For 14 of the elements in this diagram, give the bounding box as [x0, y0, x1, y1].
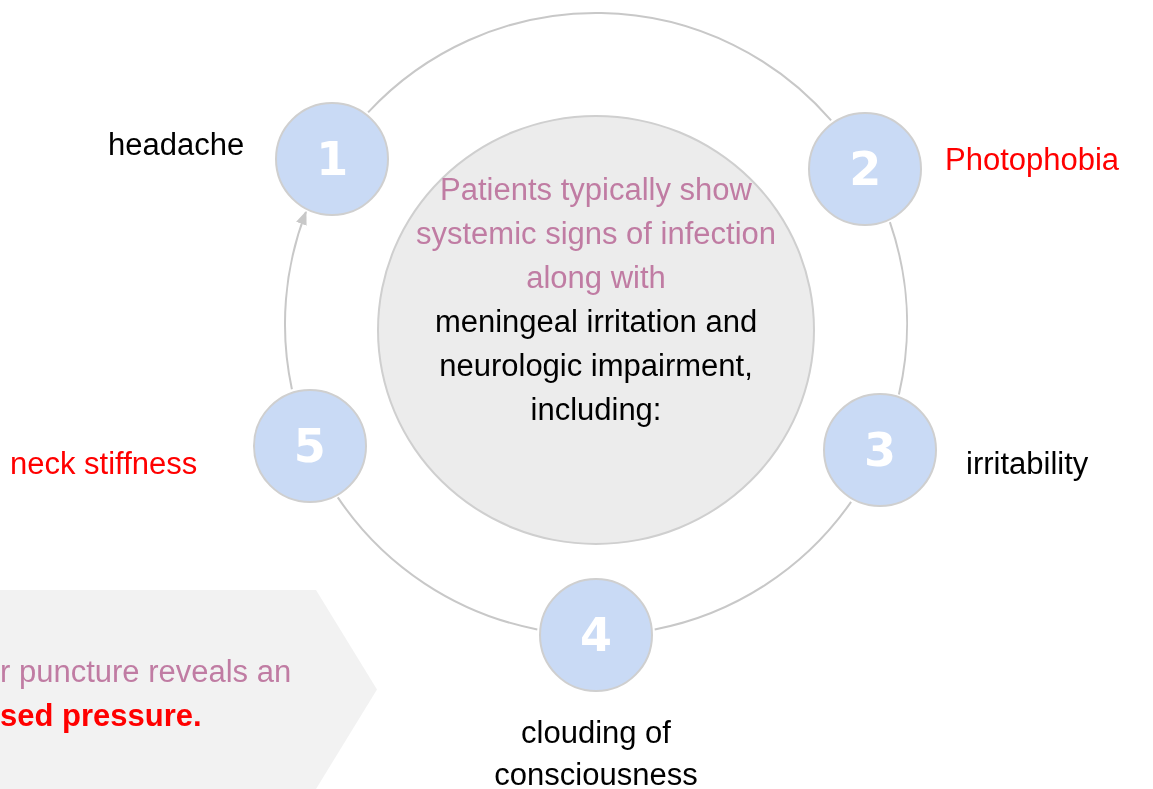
symptom-intro-text: meningeal irritation and neurologic impairment, including: — [433, 303, 759, 429]
connector-arc — [336, 496, 539, 631]
symptom-label: headache — [108, 126, 245, 164]
banner-text: r puncture reveals an — [0, 653, 292, 691]
connector-arc — [367, 12, 833, 122]
intro-text: Patients typically show systemic signs of infection along with — [414, 171, 778, 297]
symptom-label: neck stiffness — [10, 445, 198, 483]
symptom-label: clouding of consciousness — [493, 714, 699, 789]
connector-arc — [653, 500, 853, 631]
connector-arc — [888, 221, 908, 396]
symptom-label: irritability — [966, 445, 1089, 483]
arrow — [284, 210, 308, 391]
symptom-label: Photophobia — [945, 141, 1120, 179]
banner-emphasis-text: sed pressure. — [0, 697, 202, 735]
